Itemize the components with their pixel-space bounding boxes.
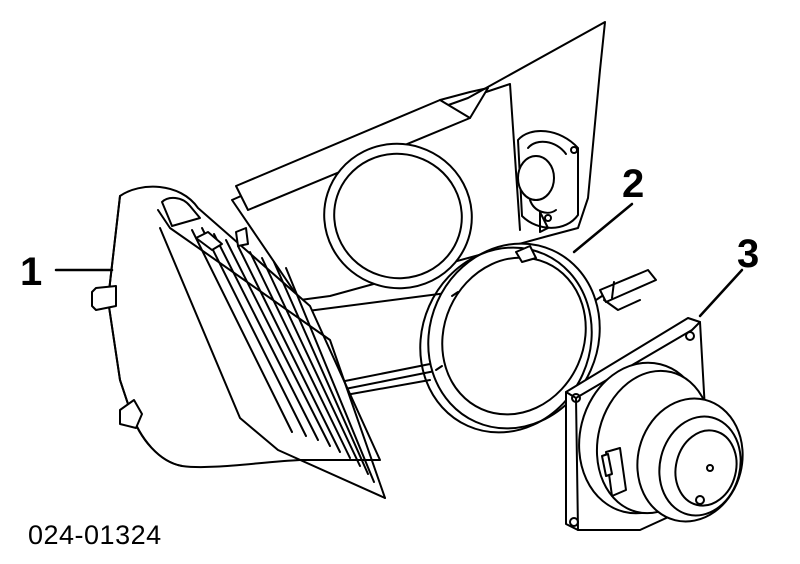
- diagram-part-number: 024-01324: [28, 520, 162, 550]
- speaker-adapter-ring: [419, 242, 603, 434]
- callout-1: 1: [20, 250, 43, 294]
- callout-2: 2: [622, 162, 645, 206]
- speaker: [565, 317, 744, 531]
- speaker-grille-housing: [91, 185, 386, 499]
- callout-3: 3: [737, 232, 760, 276]
- callout-leaders: [54, 202, 744, 318]
- mounting-bracket: [599, 269, 657, 311]
